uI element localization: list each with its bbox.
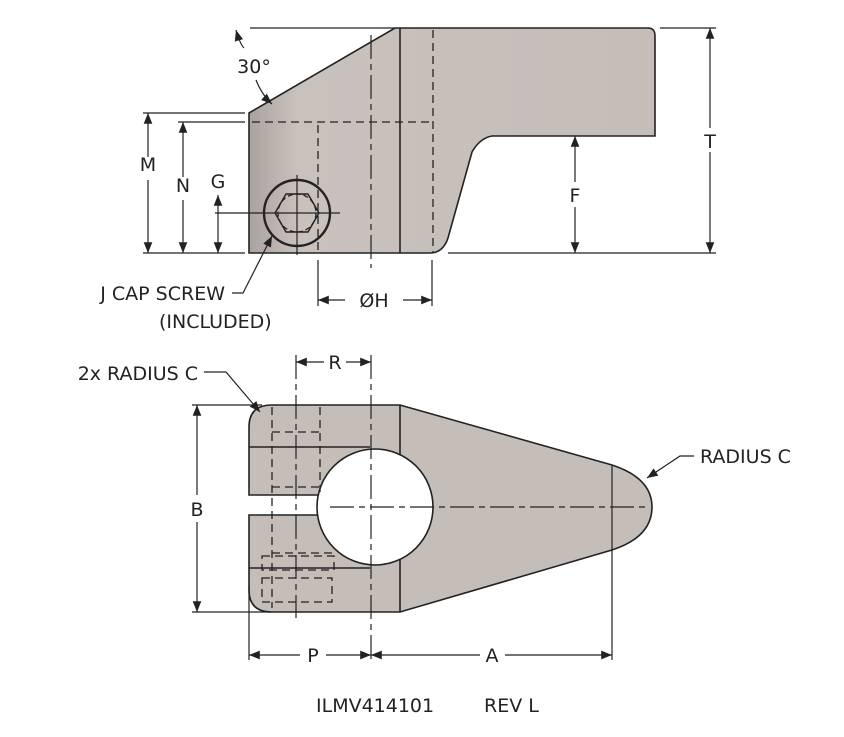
- radius-left-leader: [204, 371, 261, 413]
- angle-label: 30°: [237, 56, 271, 78]
- radius-right-leader: [646, 455, 694, 479]
- dim-h-label: ØH: [359, 290, 388, 312]
- screw-label-line1: J CAP SCREW: [99, 283, 225, 305]
- dim-b-label: B: [190, 499, 203, 521]
- side-view-body: [248, 27, 656, 254]
- dim-n-label: N: [176, 175, 190, 197]
- dim-m-label: M: [140, 154, 156, 176]
- dim-p-label: P: [307, 645, 318, 667]
- dim-r-label: R: [328, 352, 341, 374]
- angle-dim-arc: [234, 29, 245, 49]
- radius-left-label: 2x RADIUS C: [78, 363, 198, 385]
- part-number: ILMV414101: [316, 695, 434, 717]
- screw-label-line2: (INCLUDED): [159, 311, 272, 333]
- dim-g-label: G: [211, 171, 226, 193]
- top-view: B R P A 2x RADIUS C RADIUS C: [78, 352, 791, 667]
- top-view-body: [248, 404, 653, 613]
- radius-right-label: RADIUS C: [700, 446, 791, 468]
- screw-leader: [232, 235, 273, 294]
- dim-a-label: A: [486, 645, 499, 667]
- dim-t-label: T: [703, 131, 716, 153]
- revision: REV L: [484, 695, 539, 717]
- dim-f-label: F: [570, 185, 581, 207]
- side-view: M N G F T ØH 30° J CAP SCREW (INCLUDED): [99, 27, 716, 333]
